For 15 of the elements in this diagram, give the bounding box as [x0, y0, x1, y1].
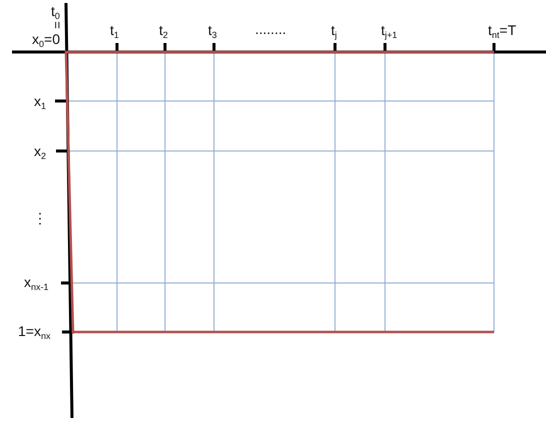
axis-label: t$_{0}$: [51, 3, 60, 22]
axis-label: 1=x$_{nx}$: [18, 323, 50, 343]
axis-label: x$_{1}$: [34, 93, 46, 113]
axis-label: t$_{1}$: [110, 22, 119, 42]
axis-label: t$_{j}$: [331, 22, 337, 42]
axis-label: x$_{2}$: [34, 143, 46, 163]
axis-label: t$_{nt}$=T: [488, 22, 516, 42]
axis-label: t$_{3}$: [208, 22, 217, 42]
axis-label: t$_{j+1}$: [381, 22, 398, 42]
axis-label: =: [48, 21, 65, 29]
axis-label: ........: [255, 21, 286, 37]
axis-label: x$_{nx-1}$: [24, 274, 49, 294]
axis-label: x$_{0}$=0: [32, 31, 60, 51]
axis-label: ⋮: [33, 210, 47, 226]
axis-label: t$_{2}$: [159, 22, 168, 42]
